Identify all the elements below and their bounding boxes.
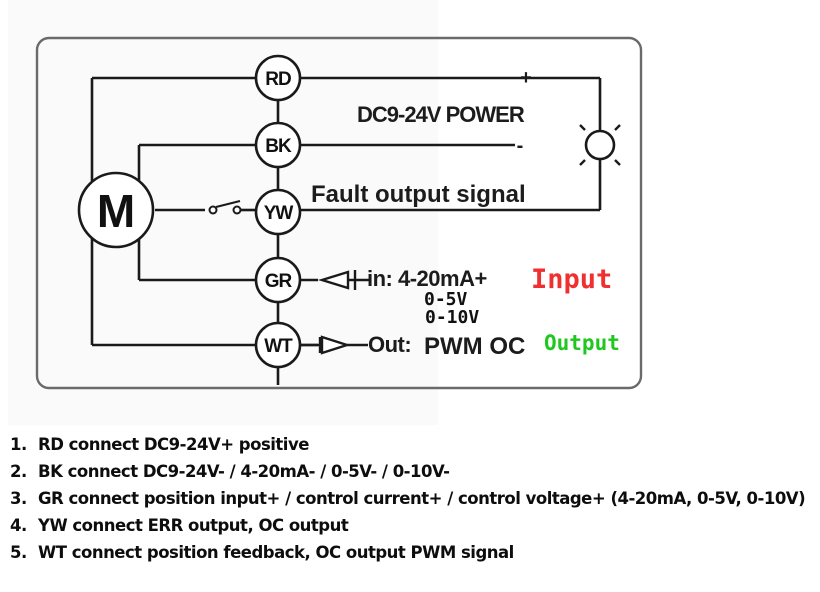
indicator-lamp-icon (579, 124, 621, 166)
note-number: 3. (10, 489, 27, 508)
node-yw: YW (254, 188, 302, 236)
note-text: BK connect DC9-24V- / 4-20mA- / 0-5V- / … (38, 462, 450, 481)
note-number: 4. (10, 516, 27, 535)
connection-notes-list: 1. RD connect DC9-24V+ positive 2. BK conn… (10, 431, 806, 566)
power-minus-label: - (517, 135, 524, 157)
node-label-bk: BK (265, 136, 292, 157)
input-tag: Input (531, 264, 612, 295)
note-item: 4. YW connect ERR output, OC output (10, 512, 805, 539)
diagram-frame (35, 36, 643, 390)
switch-icon (208, 200, 256, 215)
note-item: 5. WT connect position feedback, OC outpu… (10, 539, 805, 566)
note-item: 3. GR connect position input+ / control c… (10, 485, 806, 512)
wiring-diagram: M RD BK YW GR WT + - DC9-24V POWER Fault… (35, 36, 643, 390)
output-value-label: PWM OC (424, 333, 525, 360)
node-label-rd: RD (265, 69, 291, 90)
output-tag: Output (544, 331, 620, 355)
fault-output-label: Fault output signal (311, 181, 526, 208)
note-text: GR connect position input+ / control cur… (38, 489, 806, 508)
note-text: WT connect position feedback, OC output … (38, 543, 514, 562)
motor-icon: M (77, 171, 155, 249)
note-item: 2. BK connect DC9-24V- / 4-20mA- / 0-5V- … (10, 458, 805, 485)
power-label: DC9-24V POWER (357, 102, 525, 127)
note-number: 2. (10, 462, 27, 481)
note-text: RD connect DC9-24V+ positive (38, 435, 309, 454)
node-label-yw: YW (264, 203, 294, 224)
node-label-gr: GR (265, 271, 293, 292)
note-number: 5. (10, 543, 27, 562)
power-plus-label: + (520, 67, 532, 89)
node-label-wt: WT (264, 336, 293, 357)
note-number: 1. (10, 435, 27, 454)
output-arrow-icon (300, 335, 368, 355)
motor-label: M (97, 185, 135, 237)
node-rd: RD (254, 54, 302, 102)
input-spec-label: in: 4-20mA+ (367, 266, 487, 291)
input-range-10v: 0-10V (425, 307, 479, 328)
node-gr: GR (254, 256, 302, 304)
input-range-5v: 0-5V (424, 289, 468, 310)
note-text: YW connect ERR output, OC output (38, 516, 349, 535)
input-arrow-icon (317, 270, 370, 290)
note-item: 1. RD connect DC9-24V+ positive (10, 431, 805, 458)
node-bk: BK (254, 121, 302, 169)
node-wt: WT (254, 321, 302, 369)
output-prefix-label: Out: (368, 332, 411, 357)
